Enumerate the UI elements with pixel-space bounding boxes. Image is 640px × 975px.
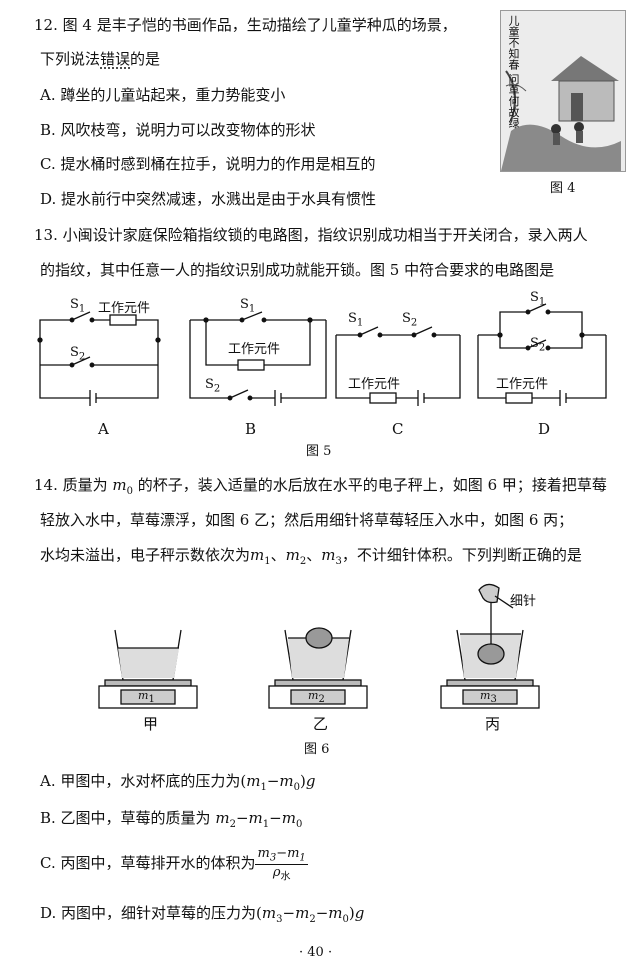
q14-option-a: A. 甲图中，水对杯底的压力为(m1−m0)g: [40, 772, 316, 793]
q14-stem-line3: 水均未溢出，电子秤示数依次为m1、m2、m3，不计细针体积。下列判断正确的是: [40, 546, 582, 567]
q14-option-b: B. 乙图中，草莓的质量为 m2−m1−m0: [40, 809, 303, 830]
q12-option-d: D. 提水前行中突然减速，水溅出是由于水具有惯性: [40, 190, 377, 208]
scale-yi: [268, 627, 368, 709]
scale-jia: [98, 629, 198, 709]
circuit-d: [477, 303, 607, 406]
circuit-c: [335, 326, 461, 406]
q12-emphasis: 错误: [100, 50, 131, 68]
q12-stem-line2: 下列说法错误的是: [40, 50, 161, 68]
circuit-c-label: C: [392, 420, 404, 438]
circuit-a-s2: S2: [70, 345, 86, 363]
q14-stem-line2: 轻放入水中，草莓漂浮，如图 6 乙；然后用细针将草莓轻压入水中，如图 6 丙；: [40, 511, 574, 529]
circuit-a-component-label: 工作元件: [98, 301, 151, 316]
q12-stem-line1: 12. 图 4 是丰子恺的书画作品，生动描绘了儿童学种瓜的场景，: [34, 16, 457, 34]
needle-label: 细针: [510, 594, 537, 609]
circuit-d-component-label: 工作元件: [496, 377, 549, 392]
fig6-scales: [98, 583, 540, 709]
fig5-circuits: [37, 303, 607, 406]
page-number: · 40 ·: [299, 945, 333, 960]
fig5-caption: 图 5: [306, 444, 332, 459]
circuit-a-s1: S1: [70, 297, 86, 315]
circuit-b-component-label: 工作元件: [228, 342, 281, 357]
q13-stem-line1: 13. 小闽设计家庭保险箱指纹锁的电路图，指纹识别成功相当于开关闭合，录入两人: [34, 226, 588, 244]
circuit-b: [189, 311, 327, 406]
scale-yi-label: 乙: [313, 715, 329, 733]
circuit-d-s1: S1: [530, 290, 546, 308]
q12-option-b: B. 风吹枝弯，说明力可以改变物体的形状: [40, 121, 316, 139]
circuit-b-s2: S2: [205, 377, 221, 395]
circuit-a-label: A: [98, 420, 109, 438]
circuit-c-s2: S2: [402, 311, 418, 329]
circuit-d-label: D: [538, 420, 551, 438]
scale-jia-label: 甲: [143, 715, 159, 733]
fig4-calligraphy: 儿童不知春 问草何故绿: [507, 15, 520, 129]
fig6-caption: 图 6: [304, 742, 330, 757]
fig4-painting: 儿童不知春 问草何故绿: [500, 10, 626, 172]
scale-yi-reading: m2: [308, 689, 325, 706]
q12-option-c: C. 提水桶时感到桶在拉手，说明力的作用是相互的: [40, 155, 376, 173]
q14-stem-line1: 14. 质量为 m0 的杯子，装入适量的水后放在水平的电子秤上，如图 6 甲；接…: [34, 476, 607, 497]
q14-option-d: D. 丙图中，细针对草莓的压力为(m3−m2−m0)g: [40, 904, 365, 925]
circuit-c-s1: S1: [348, 311, 364, 329]
circuit-a: [37, 311, 161, 406]
circuit-c-component-label: 工作元件: [348, 377, 401, 392]
q12-option-a: A. 蹲坐的儿童站起来，重力势能变小: [40, 86, 286, 104]
circuit-b-s1: S1: [240, 297, 256, 315]
circuit-d-s2: S2: [530, 336, 546, 354]
scale-bing-label: 丙: [485, 715, 501, 733]
q13-stem-line2: 的指纹，其中任意一人的指纹识别成功就能开锁。图 5 中符合要求的电路图是: [40, 261, 555, 279]
scale-bing: [440, 583, 540, 709]
fig4-caption: 图 4: [550, 181, 576, 196]
circuit-b-label: B: [245, 420, 257, 438]
scale-bing-reading: m3: [480, 689, 497, 706]
scale-jia-reading: m1: [138, 689, 155, 706]
